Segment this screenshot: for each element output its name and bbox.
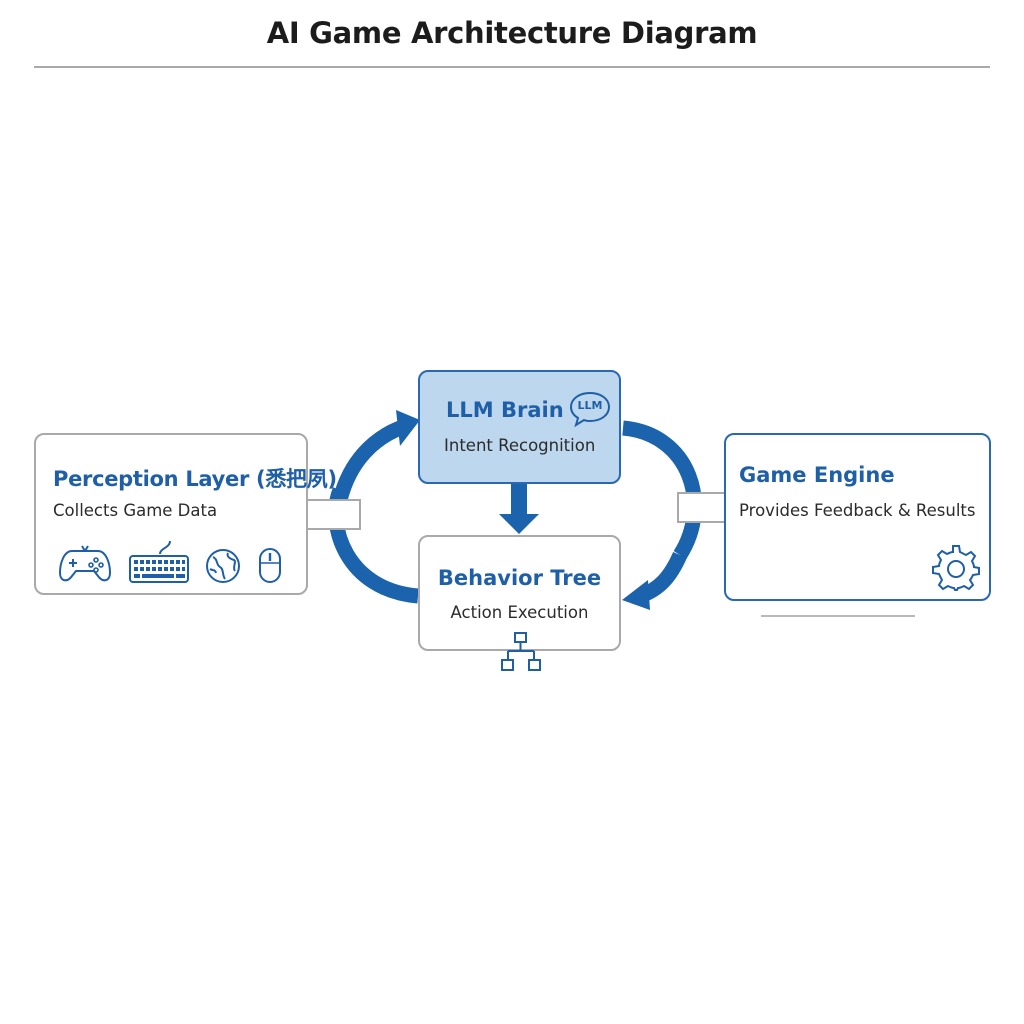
keyboard-icon — [129, 540, 189, 583]
behavior-tree-node: Behavior Tree Action Execution — [418, 535, 621, 651]
llm-brain-node: LLM Brain Intent Recognition LLM — [418, 370, 621, 484]
arrow-llm-to-behavior-shaft — [511, 484, 527, 516]
arrow-llm-to-engine — [622, 420, 702, 560]
speech-bubble-icon — [569, 391, 611, 428]
arrow-llm-to-behavior-head — [499, 514, 539, 534]
game-engine-underline — [761, 615, 915, 617]
llm-brain-subtitle: Intent Recognition — [444, 436, 596, 455]
gear-icon — [932, 545, 980, 591]
behavior-tree-subtitle: Action Execution — [450, 603, 589, 622]
engine-connector — [677, 492, 726, 523]
globe-icon — [206, 549, 240, 583]
title-divider — [34, 66, 990, 68]
perception-connector — [306, 499, 361, 530]
perception-layer-node: Perception Layer (悉把夙) Collects Game Dat… — [34, 433, 337, 595]
perception-layer-subtitle: Collects Game Data — [53, 501, 218, 520]
mouse-icon — [259, 548, 281, 583]
llm-brain-heading: LLM Brain — [446, 398, 564, 422]
arrowhead-to-llm — [396, 410, 420, 446]
arrowhead-to-behavior — [622, 580, 650, 610]
behavior-tree-heading: Behavior Tree — [437, 566, 602, 590]
game-engine-node: Game Engine Provides Feedback & Results — [724, 433, 991, 601]
game-engine-heading: Game Engine — [739, 463, 895, 487]
perception-layer-heading: Perception Layer (悉把夙) — [53, 467, 337, 491]
hierarchy-icon — [501, 632, 541, 671]
arrow-perception-to-llm — [332, 421, 403, 503]
gamepad-icon — [58, 545, 112, 582]
page-title: AI Game Architecture Diagram — [266, 16, 758, 50]
game-engine-subtitle: Provides Feedback & Results — [739, 501, 976, 520]
llm-badge-text: LLM — [577, 399, 603, 412]
